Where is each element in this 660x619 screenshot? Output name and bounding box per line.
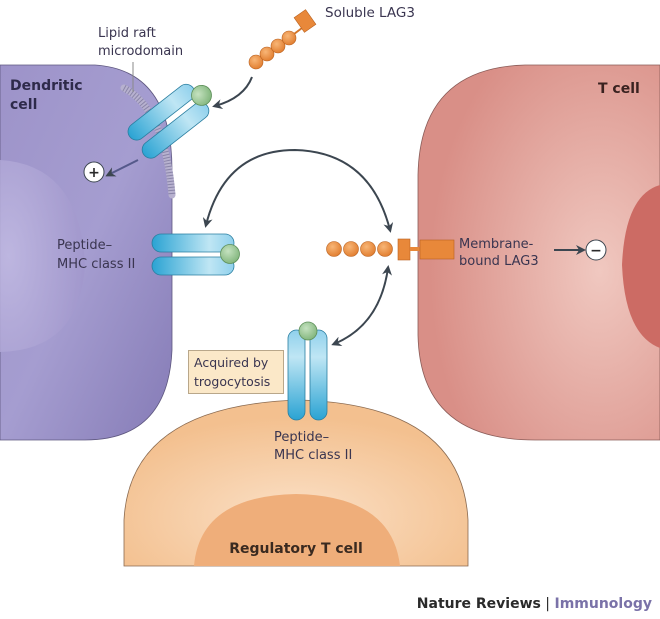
mhc-class-ii-raft: [127, 83, 212, 159]
dc-signal-arrow: [105, 159, 139, 177]
mhc-class-ii-treg: [287, 321, 328, 421]
pmhc-treg-label-line2: MHC class II: [274, 448, 352, 463]
treg-lag3-interaction-arrow: [331, 265, 392, 346]
peptide-dc: [220, 244, 240, 264]
mhc-class-ii-dc: [151, 233, 240, 276]
journal-section: Immunology: [554, 596, 652, 612]
journal-name: Nature Reviews: [416, 596, 541, 612]
regulatory-t-cell: [123, 399, 469, 567]
pmhc-treg-label-line1: Peptide–: [274, 430, 329, 445]
journal-credit: Nature Reviews | Immunology: [417, 596, 652, 612]
positive-signal: +: [83, 161, 105, 183]
positive-signal-symbol: +: [88, 165, 100, 181]
trogocytosis-label-line2: trogocytosis: [194, 374, 271, 389]
dendritic-cell-label-line2: cell: [10, 97, 37, 113]
lipid-raft-label-line1: Lipid raft: [98, 26, 156, 41]
dc-lag3-interaction-arrow: [202, 148, 394, 233]
dendritic-cell: [0, 64, 173, 441]
trogocytosis-callout: Acquired by trogocytosis: [188, 350, 284, 394]
credit-separator: |: [540, 596, 555, 612]
regulatory-t-cell-nucleus: [194, 494, 400, 566]
membrane-bound-lag3: [326, 238, 455, 261]
dendritic-cell-label-line1: Dendritic: [10, 78, 83, 94]
t-cell: [417, 64, 660, 441]
pmhc-dc-label-line2: MHC class II: [57, 257, 135, 272]
soluble-lag3: [248, 9, 317, 70]
soluble-lag3-binding-arrow: [212, 76, 253, 109]
lipid-raft-label-line2: microdomain: [98, 44, 183, 59]
dendritic-cell-nucleus: [0, 160, 85, 352]
membrane-lag3-label-line2: bound LAG3: [459, 254, 539, 269]
peptide-raft: [191, 84, 212, 106]
peptide-treg: [298, 321, 318, 341]
trogocytosis-label-line1: Acquired by: [194, 355, 269, 370]
soluble-lag3-label: Soluble LAG3: [325, 5, 415, 21]
negative-signal: −: [585, 239, 607, 261]
regulatory-t-cell-label: Regulatory T cell: [229, 541, 363, 557]
membrane-lag3-label-line1: Membrane-: [459, 237, 534, 252]
t-cell-label: T cell: [598, 81, 640, 97]
pmhc-dc-label-line1: Peptide–: [57, 238, 112, 253]
negative-signal-symbol: −: [590, 243, 602, 259]
t-cell-nucleus: [622, 185, 660, 348]
